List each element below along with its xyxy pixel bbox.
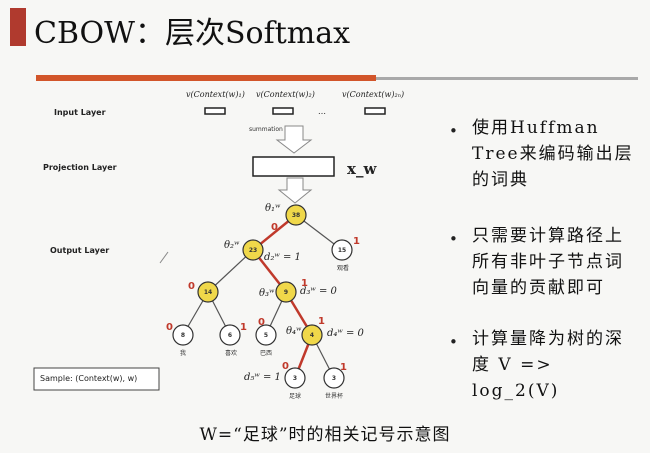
bullet-dot-2: • — [449, 230, 458, 248]
tree-node-9 — [275, 281, 297, 303]
diagram-caption: W=“足球”时的相关记号示意图 — [199, 425, 451, 445]
node-label-14: 14 — [203, 289, 213, 296]
tree-leaf-8 — [172, 324, 194, 346]
tree-node-14 — [197, 281, 219, 303]
tree-node-15 — [331, 239, 353, 261]
projection-box — [252, 156, 335, 177]
context-label-2: v(Context(w)₂) — [256, 90, 315, 99]
tree-node-root — [285, 204, 307, 226]
input-box-2 — [272, 107, 294, 115]
edge-code-7: 1 — [318, 316, 325, 327]
output-layer-label: Output Layer — [50, 246, 110, 255]
bullet-dot-1: • — [449, 122, 458, 140]
tree-leaf-3a — [284, 367, 306, 389]
tree-leaf-3b — [323, 367, 345, 389]
node-label-23: 23 — [248, 247, 258, 254]
context-label-1: v(Context(w)₁) — [186, 90, 245, 99]
leaf-word-6: 世界杯 — [324, 393, 343, 400]
tree-node-23 — [242, 239, 264, 261]
tree-leaf-5 — [255, 324, 277, 346]
summation-label: summation — [249, 126, 283, 133]
input-box-2n — [364, 107, 386, 115]
edge-code-0: 0 — [271, 222, 278, 233]
node-label-6: 6 — [227, 332, 233, 339]
d-4-label: d₄ʷ = 0 — [327, 328, 364, 339]
edge-code-1: 1 — [353, 236, 360, 247]
tree-leaf-6 — [219, 324, 241, 346]
node-label-5: 5 — [263, 332, 269, 339]
leaf-word-5: 足球 — [288, 393, 301, 400]
edge-code-5: 1 — [240, 322, 247, 333]
d-5-label: d₅ʷ = 1 — [244, 372, 281, 383]
edge-code-6: 0 — [258, 317, 265, 328]
output-arrow — [277, 177, 313, 204]
node-label-3b: 3 — [331, 375, 337, 382]
node-label-4: 4 — [309, 332, 315, 339]
tree-node-4 — [301, 324, 323, 346]
leaf-word-1: 我 — [179, 350, 186, 357]
leaf-word-3: 巴西 — [259, 350, 272, 357]
edge-code-2: 0 — [188, 281, 195, 292]
edge-code-8: 0 — [282, 361, 289, 372]
leaf-word-4: 观看 — [336, 265, 349, 272]
title-rule-accent — [36, 75, 376, 81]
bullet-text-3: 计算量降为树的深度 V => log_2(V) — [472, 329, 624, 401]
theta-3-label: θ₃ʷ — [259, 288, 275, 299]
edge-code-9: 1 — [340, 362, 347, 373]
node-label-8: 8 — [180, 332, 186, 339]
theta-1-label: θ₁ʷ — [265, 203, 281, 214]
summation-arrow — [275, 125, 313, 154]
bullet-text-1: 使用Huffman Tree来编码输出层的词典 — [472, 118, 634, 190]
node-label-9: 9 — [283, 289, 289, 296]
input-layer-label: Input Layer — [54, 108, 106, 117]
sample-label: Sample: (Context(w), w) — [40, 374, 138, 383]
theta-2-label: θ₂ʷ — [224, 240, 240, 251]
title-rule-gray — [376, 77, 638, 80]
bullet-dot-3: • — [449, 333, 458, 351]
node-label-15: 15 — [337, 247, 347, 254]
leaf-word-2: 喜欢 — [224, 350, 237, 357]
edge-code-4: 0 — [166, 322, 173, 333]
edge-code-3: 1 — [301, 278, 308, 289]
input-box-1 — [204, 107, 226, 115]
context-label-2n: v(Context(w)₂ₙ) — [342, 90, 405, 99]
context-ellipsis: … — [318, 107, 326, 116]
node-label-3a: 3 — [292, 375, 298, 382]
title-accent-bar — [10, 8, 26, 46]
theta-4-label: θ₄ʷ — [286, 326, 302, 337]
bullet-text-2: 只需要计算路径上所有非叶子节点词向量的贡献即可 — [472, 226, 624, 298]
node-label-root: 38 — [291, 212, 301, 219]
d-3-label: d₃ʷ = 0 — [300, 286, 337, 297]
projection-layer-label: Projection Layer — [43, 163, 117, 172]
projection-symbol: x_w — [347, 160, 377, 178]
d-2-label: d₂ʷ = 1 — [264, 252, 301, 263]
slide-title: CBOW：层次Softmax — [34, 16, 351, 51]
